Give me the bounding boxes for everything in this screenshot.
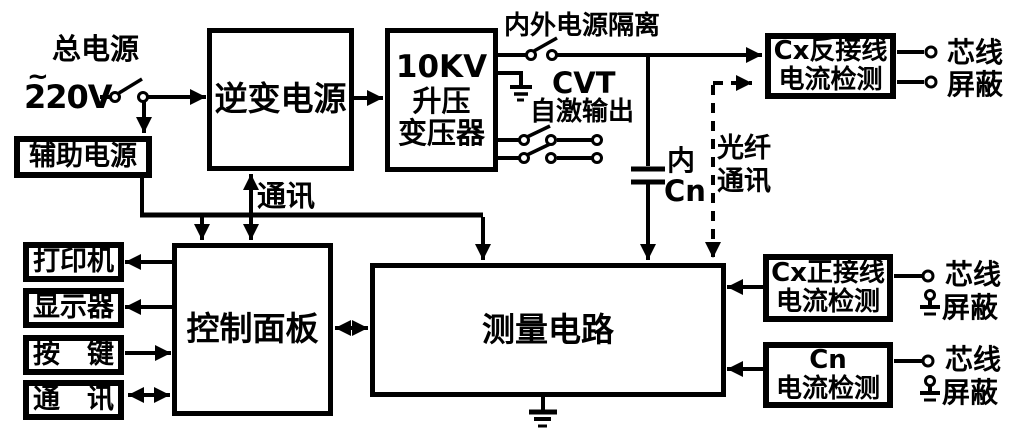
cn-terminal-wires: [894, 354, 935, 368]
control-panel-box: 控制面板: [172, 243, 333, 416]
cx-reverse-terminal-wires: [897, 45, 938, 89]
comm-port-label: 通 讯: [33, 383, 114, 415]
transformer-label-line3: 变压器: [397, 116, 485, 151]
cvt-label: CVT: [552, 66, 616, 100]
transformer-ground-icon: [498, 71, 532, 102]
terminal-shield-label-1: 屏蔽: [942, 291, 999, 324]
terminal-core-label-2: 芯线: [945, 343, 1002, 376]
isolation-label: 内外电源隔离: [504, 11, 661, 41]
cx-forward-label-line2: 电流检测: [775, 287, 880, 317]
internal-cn-label-line1: 内: [667, 144, 696, 177]
cn-shield-ground-icon: [920, 375, 940, 402]
keys-box: 按 键: [23, 335, 124, 375]
cx-forward-terminal-wires: [894, 269, 935, 283]
transformer-label-line2: 升压: [412, 83, 471, 118]
terminal-shield-label-0: 屏蔽: [947, 68, 1004, 101]
auxiliary-power-box: 辅助电源: [14, 136, 152, 178]
transformer-label-line1: 10KV: [395, 49, 488, 86]
display-label: 显示器: [33, 291, 114, 323]
measurement-circuit-label: 测量电路: [482, 309, 614, 349]
fiber-comm-label-line2: 通讯: [717, 166, 771, 197]
auxiliary-power-label: 辅助电源: [29, 140, 137, 172]
isolation-switch-icon: [525, 36, 558, 61]
terminal-core-label-0: 芯线: [947, 36, 1004, 69]
cn-detect-label-line2: 电流检测: [775, 374, 880, 404]
main-power-switch-icon: [109, 77, 149, 103]
cvt-output-switch-icon-1: [498, 124, 603, 146]
aux-power-rail: [140, 177, 491, 260]
terminal-core-label-1: 芯线: [945, 258, 1002, 291]
printer-label: 打印机: [33, 245, 114, 277]
step-up-transformer-box: 10KV 升压 变压器: [385, 28, 498, 172]
inverter-power-label: 逆变电源: [214, 79, 347, 119]
voltage-label: 220V: [24, 78, 113, 116]
cx-forward-detect-box: Cx正接线 电流检测: [763, 254, 893, 322]
comm-port-box: 通 讯: [23, 380, 124, 420]
cx-reverse-label-line1: Cx反接线: [773, 35, 888, 66]
keys-label: 按 键: [33, 338, 114, 370]
cx-reverse-detect-box: Cx反接线 电流检测: [765, 33, 896, 99]
measurement-circuit-box: 测量电路: [370, 263, 726, 397]
terminal-shield-label-2: 屏蔽: [942, 376, 999, 409]
self-excite-output-label: 自激输出: [530, 97, 635, 127]
cx-reverse-label-line2: 电流检测: [778, 65, 883, 95]
inverter-power-box: 逆变电源: [207, 28, 354, 171]
fiber-comm-label-line1: 光纤: [717, 133, 771, 164]
display-box: 显示器: [23, 288, 124, 328]
cx-forward-label-line1: Cx正接线: [771, 257, 885, 288]
capacitor-cn-icon: [631, 55, 665, 260]
cn-detect-label-line1: Cn: [809, 344, 847, 375]
main-power-label: 总电源: [52, 32, 140, 66]
cvt-output-switch-icon-2: [498, 142, 603, 164]
ac-tilde-label: ~: [27, 62, 49, 92]
measure-ground-icon: [529, 397, 557, 428]
internal-cn-label-line2: Cn: [664, 174, 706, 208]
cn-detect-box: Cn 电流检测: [763, 342, 893, 408]
fiber-comm-dashed-line: [705, 75, 752, 258]
printer-box: 打印机: [23, 242, 124, 282]
cx-forward-shield-ground-icon: [920, 289, 940, 316]
control-panel-label: 控制面板: [186, 309, 319, 349]
comm-link-label: 通讯: [257, 179, 316, 213]
